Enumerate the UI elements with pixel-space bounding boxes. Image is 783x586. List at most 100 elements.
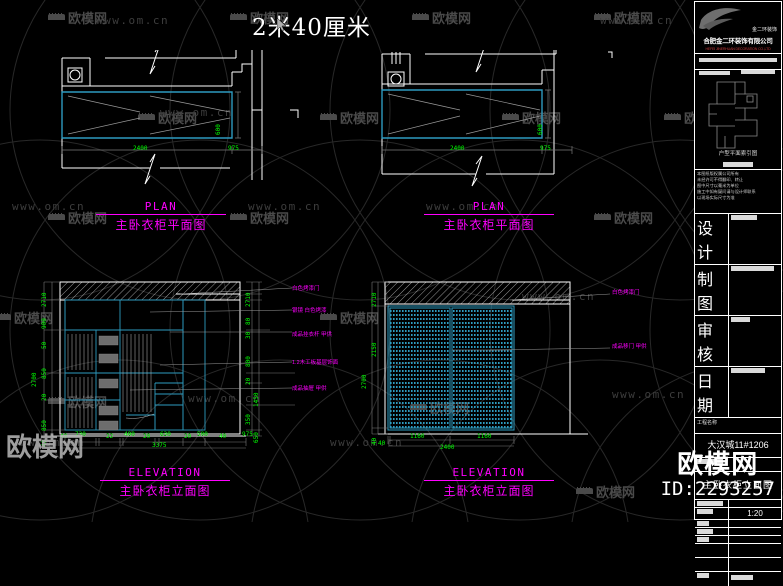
elev-left-rdim-1: 80 [245, 317, 252, 325]
design-value [729, 214, 781, 264]
blank-label-2 [695, 528, 729, 535]
blank-label-3 [695, 536, 729, 543]
date-label: 日期 [695, 367, 729, 417]
sheet-label [695, 572, 729, 586]
watermark-logo: 欧模网 [48, 8, 107, 27]
elev-left-note-1: 银镜 白色烤漆 [292, 308, 327, 314]
title-block-row-blank1 [695, 520, 781, 528]
elev-left-overall-height: 2700 [31, 372, 38, 387]
elev-left-dim-6: 20 [184, 433, 192, 440]
elev-left-rdim-0: 2710 [245, 292, 252, 307]
elev-right-caption-cn: 主卧衣柜立面图 [443, 484, 535, 498]
title-block-notes: 本图纸版权属公司所有 未经许可不得翻印、转让 图中尺寸以毫米为单位 施工中如有疑… [695, 170, 781, 214]
elev-left-dim-5: 630 [160, 431, 171, 438]
title-block-row-date: 日期 [695, 367, 781, 418]
elev-left-note-2: 成品挂衣杆 甲供 [292, 332, 333, 338]
check-value [729, 316, 781, 366]
elevation-right-geometry [371, 281, 611, 447]
elev-left-vdim-6: 40 [41, 439, 48, 447]
elev-left-dim-3: 400 [124, 431, 135, 438]
sofa-icon [412, 12, 429, 23]
elev-left-overall-width: 3375 [152, 442, 167, 449]
date-value [729, 367, 781, 417]
watermark-logo: 欧模网 [412, 8, 471, 27]
title-block-row-phase [695, 500, 781, 508]
elev-left-vdim-2: 50 [41, 341, 48, 349]
caption-rule [96, 214, 226, 215]
sofa-icon [594, 12, 611, 23]
title-block-row-design: 设计 [695, 214, 781, 265]
drawing-label-bar [697, 459, 723, 464]
caption-rule [424, 480, 554, 481]
elev-right-caption-en: ELEVATION [452, 466, 526, 479]
blank-value-5 [729, 558, 781, 571]
elev-left-dim-8: 40 [219, 433, 227, 440]
project-label: 工程名称 [697, 420, 718, 426]
sofa-icon [576, 486, 593, 497]
elev-right-overall-height: 2700 [361, 374, 368, 389]
elev-left-rdim-2: 30 [245, 331, 252, 339]
elev-left-note-4: 成品抽屉 甲供 [292, 386, 327, 392]
title-block-project-name-cell: 大汉城11#1206 [695, 434, 781, 458]
elev-left-dim-2: 22 [106, 433, 114, 440]
elev-left-caption-cn: 主卧衣柜立面图 [119, 484, 211, 498]
title-block-drawing-name-cell: 主卧衣柜立面图 [695, 472, 781, 500]
sofa-icon [0, 312, 11, 323]
elev-left-rdim-4: 20 [245, 377, 252, 385]
elev-right-note-0: 白色烤漆门 [612, 290, 640, 296]
sheet-value [729, 572, 781, 586]
watermark-url: www.om.cn [96, 14, 170, 27]
caption-rule [100, 480, 230, 481]
blank-label-1 [695, 520, 729, 527]
blank-label-4 [695, 544, 729, 557]
elev-right-overall-width: 2400 [440, 444, 455, 451]
keyplan-label: 户型平面索引图 [718, 151, 758, 157]
watermark-brand: 欧模网 [250, 211, 290, 226]
plan-left-dim-depth: 600 [215, 124, 222, 135]
plan-right-dim-depth: 600 [537, 124, 544, 135]
title-block-row-draft: 制图 [695, 265, 781, 316]
plan-left-dim-remainder: 975 [228, 145, 239, 152]
address-bar [740, 69, 776, 74]
title-block-logo-area: 金二环装饰 合肥金二环装饰有限公司 HEFEI JINERHUAN DECORA… [695, 2, 781, 54]
elev-left-vdim-4: 20 [41, 393, 48, 401]
caption-rule [424, 214, 554, 215]
title-block-row-sheet [695, 572, 781, 586]
watermark-brand: 欧模网 [596, 485, 636, 500]
plan-right-dim-width: 2400 [450, 145, 465, 152]
address-bar [699, 70, 731, 75]
keyplan-floorplan [708, 81, 758, 149]
title-block-drawing-label-cell [695, 458, 781, 472]
elev-right-dim-1: 1160 [410, 433, 425, 440]
plan-right-caption-en: PLAN [472, 200, 506, 213]
blank-label-5 [695, 558, 729, 571]
elev-left-vdim-5: 850 [41, 420, 48, 431]
elev-right-vdim-0: 2710 [371, 292, 378, 307]
watermark-brand: 欧模网 [68, 11, 108, 26]
plan-left-geometry [61, 50, 299, 185]
watermark-url: www.om.cn [248, 200, 322, 213]
project-name: 大汉城11#1206 [707, 440, 769, 450]
draft-label: 制图 [695, 265, 729, 315]
elev-left-vdim-3: 850 [41, 368, 48, 379]
watermark-logo: 欧模网 [594, 8, 653, 27]
blank-value-3 [729, 536, 781, 543]
title-block-row-blank4 [695, 544, 781, 558]
phase-value [729, 500, 781, 507]
elev-right-vdim-1: 2150 [371, 342, 378, 357]
title-block-row-blank2 [695, 528, 781, 536]
address-bar [699, 57, 777, 62]
elev-right-note-1: 成品移门 甲供 [612, 344, 647, 350]
blank-value-4 [729, 544, 781, 557]
elevation-right-caption: ELEVATION 主卧衣柜立面图 [424, 466, 554, 499]
plan-left-caption-en: PLAN [144, 200, 178, 213]
plan-right-caption: PLAN 主卧衣柜平面图 [424, 200, 554, 233]
elev-left-rdim-7: 650 [253, 432, 260, 443]
sofa-icon [230, 212, 247, 223]
title-block-company-en: HEFEI JINERHUAN DECORATION CO.,LTD [705, 47, 771, 51]
watermark-brand: 欧模网 [432, 11, 472, 26]
title-block-company-cn: 合肥金二环装饰有限公司 [703, 38, 773, 45]
title-block-row-blank3 [695, 536, 781, 544]
elev-left-rdim-5: 1450 [253, 392, 260, 407]
